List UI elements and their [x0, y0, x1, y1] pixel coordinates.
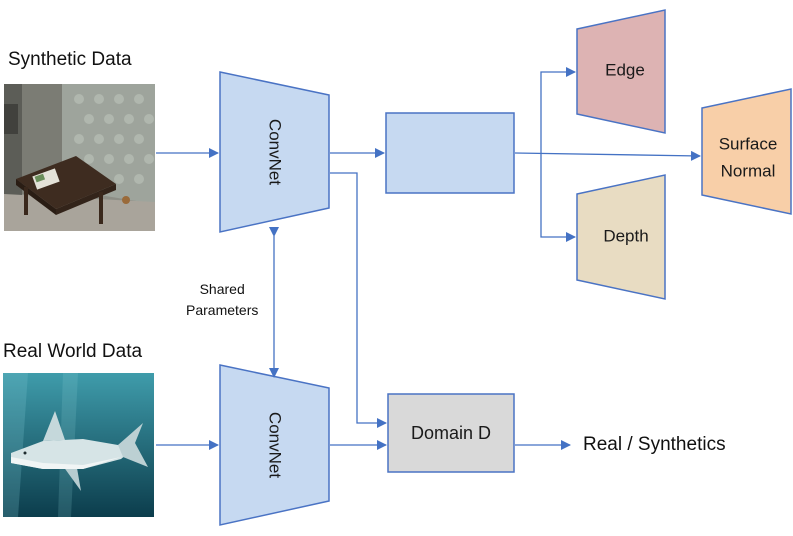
edge-head	[576, 9, 666, 134]
shared-parameters-label: Shared Parameters	[184, 279, 261, 321]
synthetic-image	[4, 84, 155, 231]
output-label: Real / Synthetics	[583, 434, 726, 455]
surface-normal-label-line2: Normal	[721, 161, 776, 180]
convnet-top-label: ConvNet	[266, 119, 285, 185]
depth-head	[576, 174, 666, 300]
synthetic-data-label: Synthetic Data	[8, 49, 132, 70]
convnet-bottom-label: ConvNet	[266, 412, 285, 478]
convnet-top-block	[219, 71, 330, 233]
arrow-convnet-top-to-domain	[330, 172, 387, 428]
edge-label: Edge	[605, 60, 645, 79]
domain-label: Domain D	[411, 423, 491, 443]
arrow-feature-to-edge	[540, 67, 576, 153]
domain-box	[387, 393, 515, 473]
shared-parameters-line2: Parameters	[186, 302, 259, 318]
shared-parameters-line1: Shared	[199, 281, 245, 297]
surface-normal-label-line1: Surface	[719, 134, 778, 153]
real-world-image	[3, 373, 154, 517]
feature-box	[385, 112, 515, 194]
real-world-data-label: Real World Data	[3, 341, 143, 362]
arrow-feature-to-depth	[540, 153, 576, 242]
surface-normal-head	[701, 88, 792, 215]
arrow-feature-to-surface	[514, 150, 701, 161]
convnet-bottom-block	[219, 364, 330, 526]
depth-label: Depth	[603, 226, 648, 245]
